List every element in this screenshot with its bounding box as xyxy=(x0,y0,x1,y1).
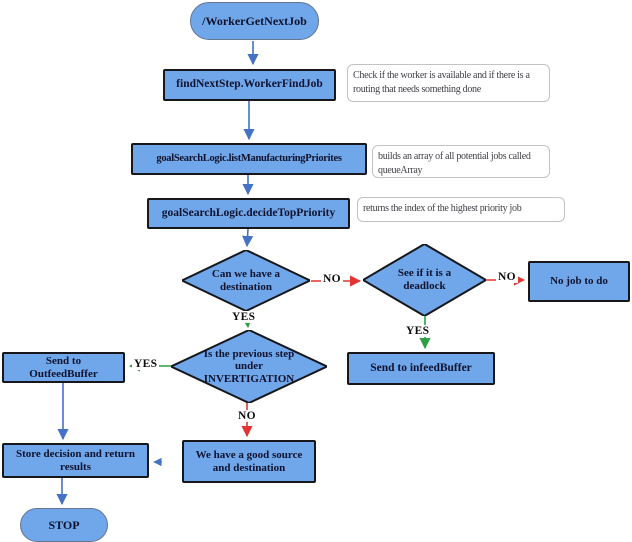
node-start: /WorkerGetNextJob xyxy=(190,2,319,40)
node-decide-top-priority-label: goalSearchLogic.decideTopPriority xyxy=(161,206,336,219)
decision-destination: Can we have a destination xyxy=(182,250,310,311)
node-send-infeed-buffer: Send to infeedBuffer xyxy=(347,352,495,385)
decision-investigation: Is the previous step under INVERTIGATION xyxy=(171,330,327,403)
node-start-label: /WorkerGetNextJob xyxy=(202,13,307,28)
decision-destination-label: Can we have a destination xyxy=(211,267,281,293)
note-worker-available: Check if the worker is available and if … xyxy=(347,64,550,102)
node-no-job: No job to do xyxy=(528,261,630,302)
node-list-priorities: goalSearchLogic.listManufacturingPriorit… xyxy=(131,143,367,175)
edge-label-yes-destination: YES xyxy=(230,311,258,323)
diamond-shape xyxy=(363,244,486,316)
node-stop-label: STOP xyxy=(48,517,80,532)
diamond-shape xyxy=(182,250,310,311)
node-send-outfeed-buffer: Send to OutfeedBuffer xyxy=(2,352,125,383)
node-send-outfeed-buffer-label: Send to OutfeedBuffer xyxy=(29,354,98,380)
edge-label-no-investigation: NO xyxy=(236,410,258,422)
node-find-next-step: findNextStep.WorkerFindJob xyxy=(163,69,336,101)
node-send-infeed-buffer-label: Send to infeedBuffer xyxy=(370,361,472,374)
note-highest-priority-text: returns the index of the highest priorit… xyxy=(363,203,522,214)
edge-label-no-destination: NO xyxy=(321,273,343,285)
node-find-next-step-label: findNextStep.WorkerFindJob xyxy=(176,78,323,91)
node-good-source: We have a good source and destination xyxy=(182,440,316,483)
node-good-source-label: We have a good source and destination xyxy=(195,448,303,474)
node-decide-top-priority: goalSearchLogic.decideTopPriority xyxy=(147,198,350,229)
node-list-priorities-label: goalSearchLogic.listManufacturingPriorit… xyxy=(156,152,342,164)
node-no-job-label: No job to do xyxy=(550,275,608,288)
node-stop: STOP xyxy=(20,508,108,542)
edge-label-yes-investigation: YES xyxy=(132,358,160,370)
note-queue-array-text: builds an array of all potential jobs ca… xyxy=(378,151,531,176)
node-store-decision: Store decision and return results xyxy=(2,443,149,478)
note-queue-array: builds an array of all potential jobs ca… xyxy=(372,145,550,178)
edge-label-yes-deadlock: YES xyxy=(404,325,432,337)
decision-investigation-label: Is the previous step under INVERTIGATION xyxy=(203,347,295,385)
note-worker-available-text: Check if the worker is available and if … xyxy=(353,70,530,95)
node-store-decision-label: Store decision and return results xyxy=(15,447,136,473)
edge-label-no-deadlock: NO xyxy=(496,271,518,283)
note-highest-priority: returns the index of the highest priorit… xyxy=(357,197,565,222)
decision-deadlock: See if it is a deadlock xyxy=(363,244,486,316)
diamond-shape xyxy=(171,330,327,403)
decision-deadlock-label: See if it is a deadlock xyxy=(397,267,452,292)
